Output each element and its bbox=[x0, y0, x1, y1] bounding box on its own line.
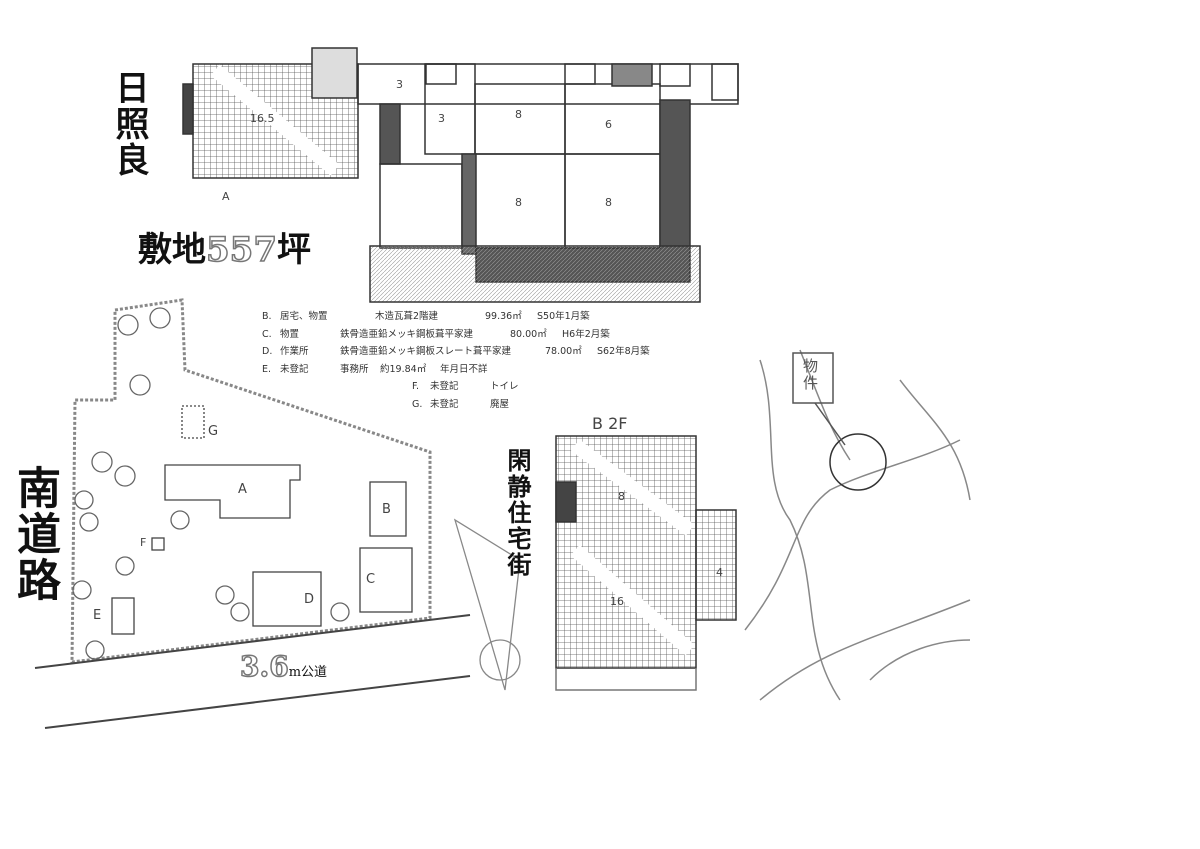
legend-built: S62年8月築 bbox=[597, 346, 650, 357]
site-area-prefix: 敷地 bbox=[138, 230, 206, 270]
site-building-label: G bbox=[208, 424, 219, 439]
room-2f: 8 bbox=[618, 490, 625, 503]
legend-use: 未登記 bbox=[280, 363, 309, 375]
legend-id: F. bbox=[412, 381, 419, 392]
legend-area: 99.36㎡ bbox=[485, 311, 522, 322]
legend-area: 80.00㎡ bbox=[510, 328, 547, 340]
legend-structure: 木造瓦葺2階建 bbox=[375, 311, 439, 322]
legend-id: G. bbox=[412, 398, 423, 410]
legend-use: 未登記 bbox=[430, 398, 459, 410]
legend-structure: 鉄骨造亜鉛メッキ鋼板スレート葺平家建 bbox=[340, 346, 512, 357]
floor-plan-1f bbox=[182, 47, 739, 303]
legend-structure: トイレ bbox=[490, 381, 519, 392]
site-area-heading: 敷地557坪 bbox=[138, 222, 311, 271]
building-label-1f: A bbox=[222, 190, 230, 203]
legend-structure: 事務所 bbox=[340, 363, 369, 375]
room-1f: 3 bbox=[438, 112, 445, 125]
room-1f: 8 bbox=[515, 196, 522, 209]
legend-row: C. 物置 鉄骨造亜鉛メッキ鋼板葺平家建 80.00㎡ H6年2月築 bbox=[262, 326, 650, 344]
site-area-value: 557 bbox=[205, 229, 277, 271]
site-building-label: B bbox=[382, 502, 391, 517]
room-1f: 8 bbox=[515, 108, 522, 121]
legend-row: D. 作業所 鉄骨造亜鉛メッキ鋼板スレート葺平家建 78.00㎡ S62年8月築 bbox=[262, 343, 650, 361]
floor-plan-2f-title: B 2F bbox=[592, 414, 628, 433]
quiet-area-heading: 閑静住宅街 bbox=[503, 448, 532, 578]
location-map bbox=[744, 349, 971, 701]
legend-use: 未登記 bbox=[430, 381, 459, 392]
room-1f: 6 bbox=[605, 118, 612, 131]
legend-row: E. 未登記 事務所約19.84㎡ 年月日不詳 bbox=[262, 361, 650, 379]
floor-plan-2f bbox=[555, 435, 737, 691]
room-2f: 16 bbox=[610, 595, 624, 608]
site-building-label: A bbox=[238, 482, 247, 497]
south-road-heading: 南道路 bbox=[9, 465, 60, 603]
room-1f: 8 bbox=[605, 196, 612, 209]
legend-id: B. bbox=[262, 311, 272, 322]
room-1f: 3 bbox=[396, 78, 403, 91]
site-building-label: C bbox=[366, 572, 376, 587]
property-marker: 物件 bbox=[801, 358, 819, 392]
legend-id: C. bbox=[262, 328, 272, 340]
legend-use: 作業所 bbox=[280, 346, 309, 357]
site-building-label: E bbox=[93, 608, 102, 623]
legend-area: 78.00㎡ bbox=[545, 346, 582, 357]
legend-use: 居宅、物置 bbox=[280, 311, 328, 322]
legend-id: D. bbox=[262, 346, 273, 357]
legend-use: 物置 bbox=[280, 328, 300, 340]
legend-built: 年月日不詳 bbox=[440, 363, 488, 375]
room-2f: 4 bbox=[716, 566, 723, 579]
legend-row: B. 居宅、物置 木造瓦葺2階建 99.36㎡ S50年1月築 bbox=[262, 308, 650, 326]
legend-structure: 廃屋 bbox=[490, 398, 510, 410]
legend-id: E. bbox=[262, 363, 272, 375]
site-building-label: D bbox=[304, 592, 315, 607]
legend-row: F. 未登記 トイレ bbox=[262, 378, 650, 396]
site-building-label: F bbox=[140, 536, 147, 549]
legend-structure: 鉄骨造亜鉛メッキ鋼板葺平家建 bbox=[340, 328, 474, 340]
legend-area: 約19.84㎡ bbox=[380, 363, 427, 375]
road-label: 3.6m公道 bbox=[239, 649, 328, 684]
sunlight-heading: 日照良 bbox=[109, 70, 149, 178]
site-area-unit: 坪 bbox=[276, 230, 311, 270]
legend-built: S50年1月築 bbox=[537, 311, 590, 322]
site-plan bbox=[34, 298, 521, 729]
road-width: 3.6 bbox=[239, 649, 289, 684]
legend-row: G. 未登記 廃屋 bbox=[262, 396, 650, 414]
room-1f: 16.5 bbox=[250, 112, 275, 125]
road-type: m公道 bbox=[288, 665, 328, 680]
legend-built: H6年2月築 bbox=[562, 328, 610, 340]
